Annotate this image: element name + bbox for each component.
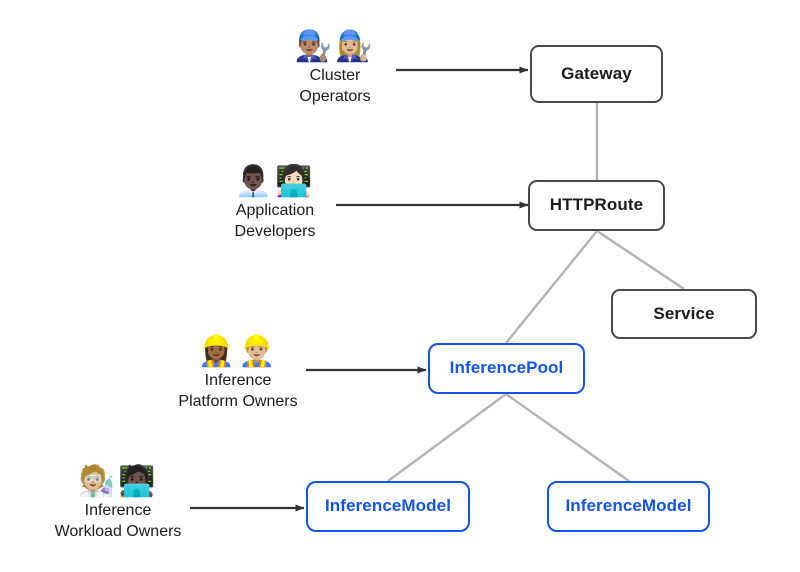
application-developers-label: Application Developers	[234, 202, 316, 240]
node-inferencemodel-left-label: InferenceModel	[324, 496, 452, 516]
node-gateway-label: Gateway	[561, 63, 632, 83]
inference-platform-owners-emoji-pair: 👷🏾‍♀️👷🏼‍♂️	[197, 334, 279, 369]
edge-inferencepool-model-left	[387, 393, 507, 482]
node-httproute[interactable]: HTTPRoute	[528, 180, 665, 231]
persona-inference-workload-owners: 🧑🏼‍🔬🧑🏿‍💻 Inference Workload Owners	[28, 465, 208, 542]
cluster-operators-label: Cluster Operators	[299, 67, 371, 105]
persona-application-developers: 👨🏿‍💼👩🏻‍💻 Application Developers	[190, 165, 360, 242]
node-inferencepool[interactable]: InferencePool	[428, 343, 585, 394]
edge-inferencepool-model-right	[505, 393, 630, 482]
node-httproute-label: HTTPRoute	[549, 195, 644, 215]
node-gateway[interactable]: Gateway	[530, 45, 663, 103]
node-inferencemodel-right[interactable]: InferenceModel	[547, 481, 710, 532]
node-inferencepool-label: InferencePool	[449, 358, 564, 378]
inference-workload-owners-emoji-pair: 🧑🏼‍🔬🧑🏿‍💻	[77, 464, 159, 499]
persona-inference-platform-owners: 👷🏾‍♀️👷🏼‍♂️ Inference Platform Owners	[150, 335, 326, 412]
cluster-operators-emoji-pair: 👨🏽‍🔧👩🏼‍🔧	[294, 29, 376, 64]
node-inferencemodel-right-label: InferenceModel	[565, 496, 692, 516]
application-developers-emoji-pair: 👨🏿‍💼👩🏻‍💻	[234, 164, 316, 199]
node-service[interactable]: Service	[611, 289, 757, 339]
node-service-label: Service	[653, 303, 715, 323]
persona-cluster-operators: 👨🏽‍🔧👩🏼‍🔧 Cluster Operators	[250, 30, 420, 107]
node-inferencemodel-left[interactable]: InferenceModel	[306, 481, 470, 532]
inference-workload-owners-label: Inference Workload Owners	[54, 502, 182, 540]
inference-platform-owners-label: Inference Platform Owners	[178, 372, 298, 410]
edge-httproute-inferencepool	[505, 230, 598, 344]
edge-httproute-service	[596, 230, 685, 290]
